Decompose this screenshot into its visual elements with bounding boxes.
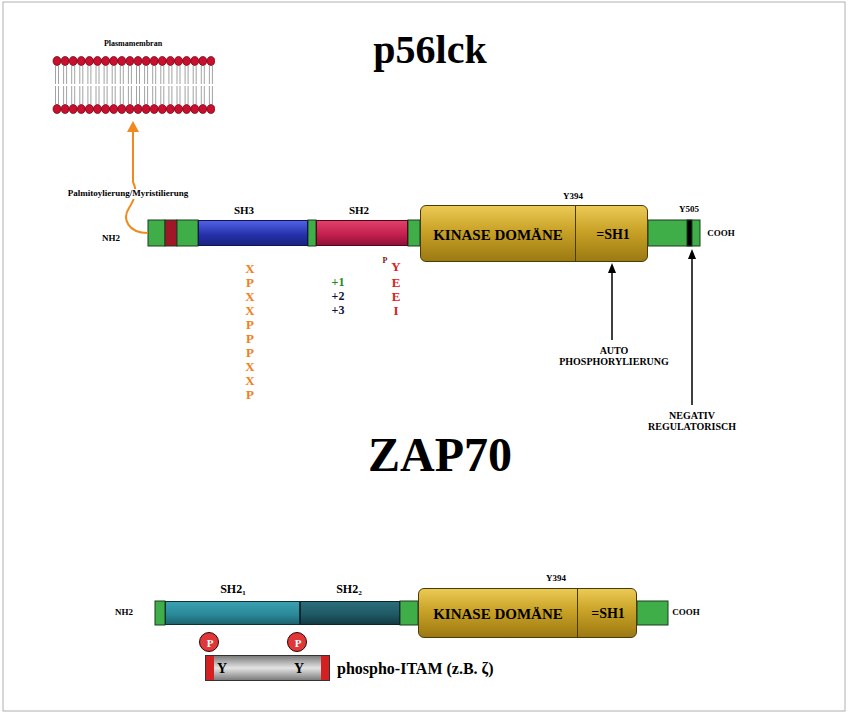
node-label: P <box>207 637 214 649</box>
annotation-label: I <box>393 304 398 318</box>
annotation-label: COOH <box>707 229 735 239</box>
node-label: =SH1 <box>596 227 630 242</box>
annotation-label: +3 <box>332 304 345 317</box>
node-label: Y <box>217 661 227 676</box>
annotation-label: E <box>392 276 401 290</box>
node-label: =SH1 <box>591 606 625 621</box>
annotation-label: NH2 <box>115 608 133 618</box>
node-label: Plasmamembran <box>104 40 162 49</box>
plasma-membrane: Plasmamembran <box>52 38 215 118</box>
annotation-label: Y <box>391 260 400 274</box>
sh2-domain: SH2₁ <box>165 601 300 625</box>
annotation-label: NEGATIV REGULATORISCH <box>648 410 736 432</box>
annotation-label: X P X X P P P X X P <box>245 262 254 402</box>
section-title: ZAP70 <box>368 429 512 482</box>
frame <box>3 2 845 711</box>
annotation-label: Y505 <box>679 205 699 215</box>
kinase-domain: KINASE DOMÄNE =SH1 <box>420 205 648 262</box>
domain-divider <box>575 206 577 261</box>
sh3-domain: SH3 <box>198 220 308 246</box>
motif-end <box>321 656 329 680</box>
lipid-anchor-line <box>126 131 148 233</box>
domain-divider <box>577 589 579 637</box>
pointer-arrow <box>611 270 613 340</box>
annotation-label: Palmitoylierung/Myristilierung <box>65 189 192 199</box>
annotation-label: P <box>383 257 388 266</box>
node-label: Y <box>294 661 304 676</box>
annotation-label: +2 <box>332 290 345 303</box>
lipid-bilayer <box>52 38 215 118</box>
annotation-label: Y394 <box>546 574 566 584</box>
node-label: KINASE DOMÄNE <box>433 606 563 623</box>
node-label: SH2₂ <box>336 583 362 596</box>
diagram-title: p56lck <box>373 28 486 72</box>
node-label: KINASE DOMÄNE <box>433 227 563 244</box>
annotation-label: NH2 <box>102 234 120 244</box>
arrow-head <box>608 263 616 273</box>
annotation-label: AUTO PHOSPHORYLIERUNG <box>559 345 669 367</box>
annotation-label: Y394 <box>563 192 583 202</box>
node-label: SH2 <box>349 204 369 216</box>
annotation-label: COOH <box>672 608 700 618</box>
arrow-head <box>688 249 696 259</box>
node-label: phospho-ITAM (z.B. ζ) <box>337 660 494 678</box>
phosphate-circle: P <box>199 632 219 652</box>
arrow-head <box>127 121 139 132</box>
motif-end <box>206 656 214 680</box>
phosphate-circle: P <box>287 632 307 652</box>
annotation-label: +1 <box>332 276 345 289</box>
pointer-arrow <box>691 256 693 405</box>
node-label: SH2₁ <box>220 583 246 596</box>
kinase-domain: KINASE DOMÄNE =SH1 <box>418 588 637 638</box>
sh2-domain: SH2 <box>316 220 408 246</box>
annotation-label: E <box>392 290 401 304</box>
sh2-domain: SH2₂ <box>300 601 400 625</box>
node-label: SH3 <box>234 204 254 216</box>
node-label: P <box>295 637 302 649</box>
itam-motif: YYphospho-ITAM (z.B. ζ) <box>205 655 330 681</box>
